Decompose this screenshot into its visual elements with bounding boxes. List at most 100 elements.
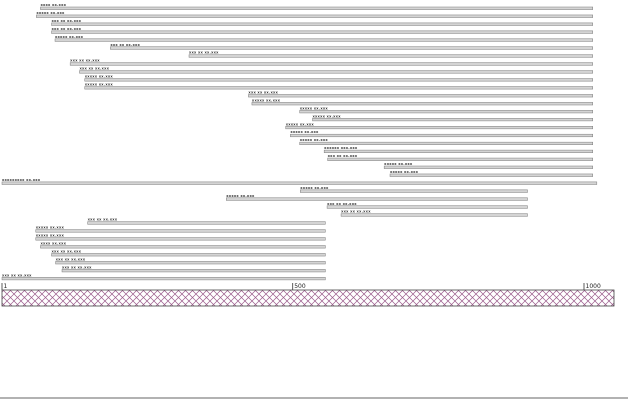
alignment-row[interactable]: xxxxx xx.xxx xyxy=(290,130,593,138)
alignment-bar[interactable] xyxy=(51,30,593,34)
alignment-label: xxxxx xx.xxx xyxy=(226,194,255,198)
alignment-bar[interactable] xyxy=(55,261,326,265)
alignment-row[interactable]: xxxxx xx.xxx xyxy=(84,83,593,90)
alignment-bar[interactable] xyxy=(340,213,528,217)
alignment-label: xxx xx xx.xxx xyxy=(110,43,140,47)
alignment-label: xxx xx xx.xxx xyxy=(52,249,82,253)
alignment-bar[interactable] xyxy=(188,54,593,58)
alignment-row[interactable]: xxx xx xx.xxx xyxy=(248,90,593,98)
alignment-row[interactable]: xxxxxx xxx.xxx xyxy=(323,146,593,153)
alignment-label: xxxxx xx.xxx xyxy=(300,138,329,142)
alignment-label: xxxxx xx.xxx xyxy=(390,170,419,174)
alignment-row[interactable]: xxx xx xx.xxx xyxy=(110,43,593,50)
alignment-label: xxxxx xx.xxx xyxy=(252,98,281,102)
alignment-label: xxx xx xx.xxx xyxy=(62,265,92,269)
alignment-label: xxxx xx.xxx xyxy=(40,242,66,246)
alignment-bar[interactable] xyxy=(51,253,326,257)
alignment-bar[interactable] xyxy=(299,110,593,114)
alignment-row[interactable]: xxx xx xx.xxx xyxy=(87,218,326,225)
alignment-bar[interactable] xyxy=(226,197,528,201)
alignment-bar[interactable] xyxy=(326,205,528,209)
alignment-label: xxxxx xx.xxx xyxy=(55,35,84,39)
alignment-label: xxxxx xx.xxx xyxy=(300,106,329,110)
alignment-label: xxxxx xx.xxx xyxy=(36,11,65,15)
alignment-bar[interactable] xyxy=(290,133,593,138)
alignment-bar[interactable] xyxy=(61,269,326,273)
alignment-bar[interactable] xyxy=(36,14,593,18)
alignment-label: xxx xx xx.xxx xyxy=(2,273,32,277)
alignment-row[interactable]: xxx xx xx.xxx xyxy=(55,257,326,265)
alignment-row[interactable]: xxx xx xx.xxx xyxy=(61,265,326,273)
alignment-row[interactable]: xxxxx xx.xxx xyxy=(36,11,593,18)
alignment-row[interactable]: xxxx xx.xxx xyxy=(40,242,326,249)
alignment-row[interactable]: xxxxx xx.xxx xyxy=(226,194,528,201)
alignment-bar[interactable] xyxy=(84,78,593,82)
alignment-row[interactable]: xxxxx xx.xxx xyxy=(84,75,593,82)
alignment-label: xxxxx xx.xxx xyxy=(300,186,329,190)
alignment-row[interactable]: xxx xx xx.xxx xyxy=(188,51,593,58)
alignment-bar[interactable] xyxy=(84,86,593,90)
query-track[interactable] xyxy=(1,289,615,307)
alignment-bar[interactable] xyxy=(327,157,593,161)
alignment-bar[interactable] xyxy=(1,181,598,185)
alignment-label: xxx xx xx.xxx xyxy=(52,27,82,31)
alignment-bar[interactable] xyxy=(300,189,528,193)
alignment-row[interactable]: xxx xx xx.xxx xyxy=(79,67,593,74)
alignment-bar[interactable] xyxy=(389,173,593,177)
alignment-bar[interactable] xyxy=(87,221,326,225)
alignment-row[interactable]: xxxxx xx.xxx xyxy=(299,138,593,145)
alignment-bar[interactable] xyxy=(40,245,326,249)
alignment-row[interactable]: xxx xx xx.xxx xyxy=(51,249,326,257)
alignment-bar[interactable] xyxy=(323,149,593,153)
alignment-row[interactable]: xxx xx xx.xxx xyxy=(69,59,593,66)
alignment-label: xxxxx xx.xxx xyxy=(286,122,315,126)
alignment-row[interactable]: xxx xx xx.xxx xyxy=(51,19,593,26)
alignment-label: xxx xx xx.xxx xyxy=(70,59,100,63)
alignment-row[interactable]: xxx xx xx.xxx xyxy=(327,154,593,161)
alignment-row[interactable]: xxxx xx.xxx xyxy=(40,3,593,10)
alignment-label: xxxxx xx.xxx xyxy=(36,226,65,230)
alignment-bar[interactable] xyxy=(35,237,326,241)
alignment-row[interactable]: xxxxx xx.xxx xyxy=(251,98,593,106)
alignment-row[interactable]: xxxxx xx.xxx xyxy=(35,226,326,233)
alignment-row[interactable]: xxxxx xx.xxx xyxy=(54,35,593,42)
alignment-label: xxx xx xx.xxx xyxy=(56,257,86,261)
alignment-row[interactable]: xxxxx xx.xxx xyxy=(299,106,593,114)
axis-tick-label: 1000 xyxy=(586,283,601,290)
alignment-bar[interactable] xyxy=(248,94,593,98)
alignment-row[interactable]: xxxxx xx.xxx xyxy=(312,114,593,122)
alignment-row[interactable]: xxx xx xx.xxx xyxy=(51,27,593,34)
alignment-label: xxx xx xx.xxx xyxy=(248,90,278,94)
alignment-row[interactable]: xxxxx xx.xxx xyxy=(389,170,593,177)
alignment-label: xxx xx xx.xxx xyxy=(88,218,118,222)
alignment-bar[interactable] xyxy=(79,70,593,74)
alignment-bar[interactable] xyxy=(35,229,326,233)
alignment-label: xxxx xx.xxx xyxy=(40,3,66,7)
alignment-row[interactable]: xxxxx xx.xxx xyxy=(300,186,528,193)
alignment-bar[interactable] xyxy=(285,126,593,130)
alignment-bar[interactable] xyxy=(110,46,593,50)
alignment-bar[interactable] xyxy=(69,62,593,66)
alignment-bar[interactable] xyxy=(299,141,593,145)
alignment-label: xxx xx xx.xxx xyxy=(327,202,357,206)
alignment-row[interactable]: xxxxx xx.xxx xyxy=(35,234,326,241)
alignment-bar[interactable] xyxy=(51,22,593,26)
alignment-bar[interactable] xyxy=(40,6,593,10)
alignment-bar[interactable] xyxy=(54,38,593,42)
alignment-row[interactable]: xxx xx xx.xxx xyxy=(340,210,528,217)
alignment-row[interactable]: xxxxx xx.xxx xyxy=(285,122,593,130)
alignment-label: xxxxx xx.xxx xyxy=(85,83,114,87)
alignment-row[interactable]: xxxxx xx.xxx xyxy=(383,162,593,169)
alignment-bar[interactable] xyxy=(312,118,593,122)
alignment-label: xxxxx xx.xxx xyxy=(85,75,114,79)
alignment-row[interactable]: xxx xx xx.xxx xyxy=(1,273,326,281)
alignment-row[interactable]: xxxxxxxxx xx.xxx xyxy=(1,178,598,185)
alignment-bar[interactable] xyxy=(383,165,593,169)
alignment-bar[interactable] xyxy=(251,102,593,106)
alignment-row[interactable]: xxx xx xx.xxx xyxy=(326,202,528,209)
alignment-bar[interactable] xyxy=(1,277,326,281)
alignment-label: xxx xx xx.xxx xyxy=(52,19,82,23)
alignment-label: xxxxxxxxx xx.xxx xyxy=(2,178,41,182)
